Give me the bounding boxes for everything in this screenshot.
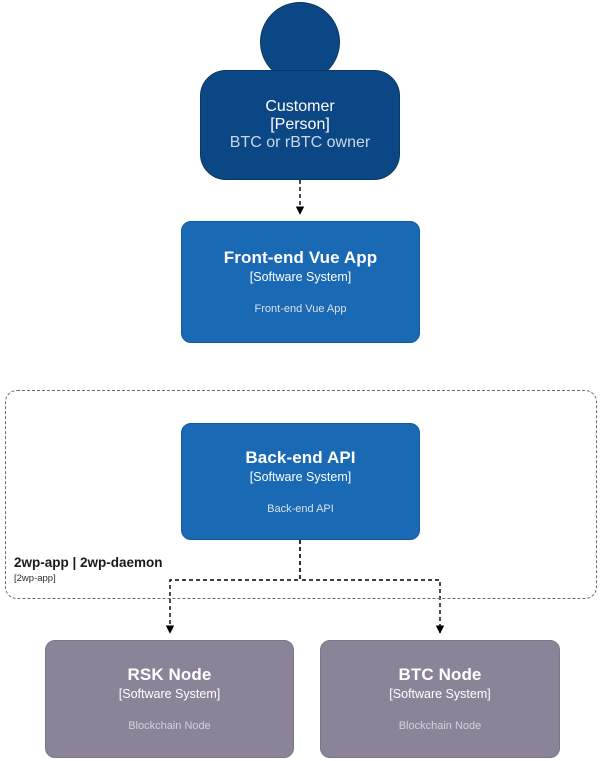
- node-rsk-type: [Software System]: [118, 687, 221, 701]
- node-rsk-node[interactable]: RSK Node [Software System] Blockchain No…: [45, 640, 294, 758]
- node-backend-title: Back-end API: [245, 447, 356, 467]
- node-btc-node[interactable]: BTC Node [Software System] Blockchain No…: [320, 640, 560, 758]
- node-customer-title: Customer: [265, 98, 335, 115]
- node-customer-description: BTC or rBTC owner: [229, 134, 371, 151]
- person-head-icon: [260, 2, 340, 82]
- node-customer-type: [Person]: [270, 116, 330, 133]
- node-frontend-title: Front-end Vue App: [223, 248, 378, 267]
- node-backend-type: [Software System]: [249, 469, 352, 484]
- node-btc-title: BTC Node: [398, 665, 482, 684]
- boundary-title: 2wp-app | 2wp-daemon: [14, 555, 163, 570]
- node-rsk-title: RSK Node: [127, 665, 212, 684]
- node-btc-type: [Software System]: [389, 687, 491, 701]
- boundary-2wp-app: [5, 390, 597, 599]
- node-btc-description: Blockchain Node: [398, 720, 482, 732]
- boundary-type: [2wp-app]: [14, 573, 56, 584]
- node-customer[interactable]: Customer [Person] BTC or rBTC owner: [200, 2, 400, 180]
- person-body: Customer [Person] BTC or rBTC owner: [200, 70, 400, 180]
- node-frontend-description: Front-end Vue App: [254, 303, 347, 315]
- node-backend-description: Back-end API: [267, 502, 334, 515]
- node-backend-api[interactable]: Back-end API [Software System] Back-end …: [181, 423, 420, 540]
- node-frontend-vue-app[interactable]: Front-end Vue App [Software System] Fron…: [181, 221, 420, 343]
- boundary-label: 2wp-app | 2wp-daemon [2wp-app]: [14, 554, 163, 585]
- node-rsk-description: Blockchain Node: [128, 720, 211, 732]
- node-frontend-type: [Software System]: [249, 270, 352, 284]
